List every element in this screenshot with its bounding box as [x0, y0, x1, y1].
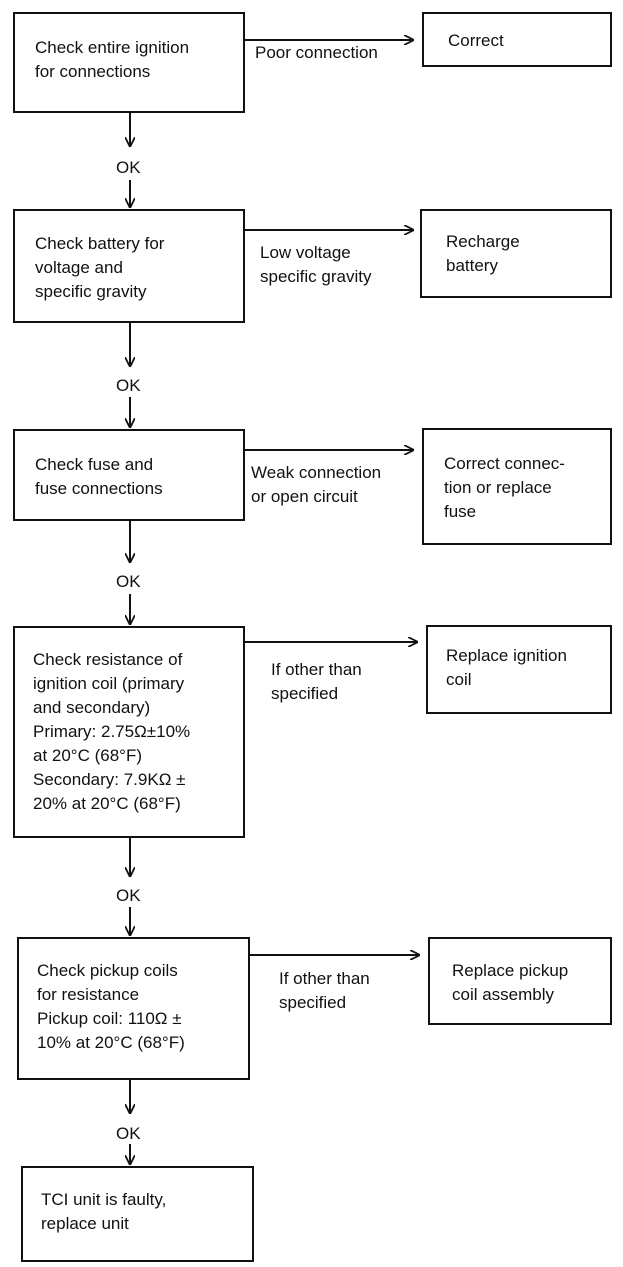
action-box-recharge: Recharge battery	[420, 209, 612, 298]
ok-label: OK	[116, 158, 141, 177]
fail-label-low-voltage: Low voltage specific gravity	[260, 243, 372, 286]
check-text: Check entire ignition for connections	[35, 38, 190, 81]
ok-label: OK	[116, 376, 141, 395]
action-box-replace-ignition-coil: Replace ignition coil	[426, 625, 612, 714]
check-box-pickup-coils: Check pickup coils for resistance Pickup…	[17, 937, 250, 1080]
check-box-fuse: Check fuse and fuse connections	[13, 429, 245, 521]
check-text: Check pickup coils for resistance Pickup…	[37, 961, 185, 1052]
check-box-connections: Check entire ignition for connections	[13, 12, 245, 113]
check-text: Check battery for voltage and specific g…	[35, 234, 165, 301]
action-box-replace-pickup-coil: Replace pickup coil assembly	[428, 937, 612, 1025]
fail-label-other-than-specified: If other than specified	[279, 969, 370, 1012]
final-text: TCI unit is faulty, replace unit	[41, 1190, 167, 1233]
ok-label: OK	[116, 572, 141, 591]
fail-label-other-than-specified: If other than specified	[271, 660, 362, 703]
action-text: Replace ignition coil	[446, 646, 567, 689]
check-box-ignition-coil: Check resistance of ignition coil (prima…	[13, 626, 245, 838]
fail-label-weak-connection: Weak connection or open circuit	[251, 463, 382, 506]
ok-label: OK	[116, 886, 141, 905]
final-box-tci-faulty: TCI unit is faulty, replace unit	[21, 1166, 254, 1262]
check-box-battery: Check battery for voltage and specific g…	[13, 209, 245, 323]
action-box-correct-or-replace-fuse: Correct connec- tion or replace fuse	[422, 428, 612, 545]
action-text: Recharge battery	[446, 232, 520, 275]
action-box-correct: Correct	[422, 12, 612, 67]
fail-label-poor-connection: Poor connection	[255, 43, 378, 62]
check-text: Check fuse and fuse connections	[35, 455, 163, 498]
ok-label: OK	[116, 1124, 141, 1143]
action-text: Correct	[448, 31, 504, 50]
check-text: Check resistance of ignition coil (prima…	[33, 650, 191, 813]
action-text: Correct connec- tion or replace fuse	[444, 454, 565, 521]
action-text: Replace pickup coil assembly	[452, 961, 569, 1004]
